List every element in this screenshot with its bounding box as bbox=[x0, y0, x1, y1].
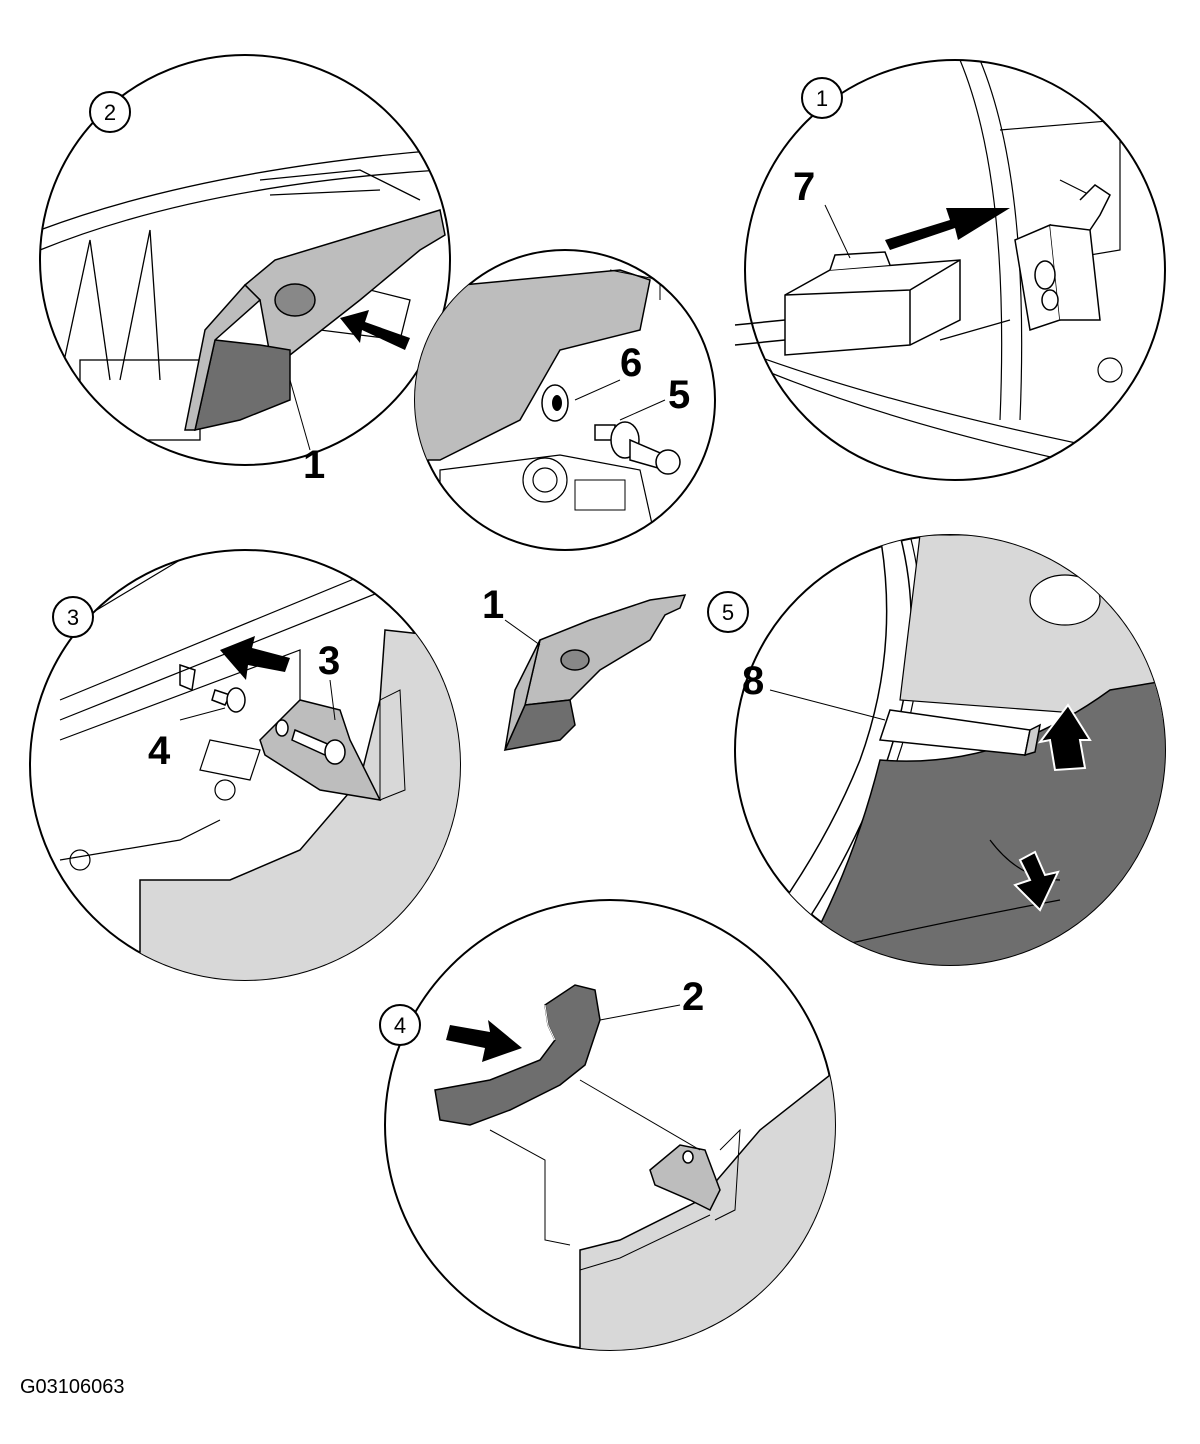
detail-view-step-5: 5 8 bbox=[707, 534, 1166, 966]
callout-module: 7 bbox=[793, 165, 815, 209]
overview-trim-panel: 1 bbox=[482, 583, 687, 751]
direction-arrow bbox=[340, 310, 410, 350]
push-clip bbox=[594, 421, 681, 475]
direction-arrow bbox=[446, 1020, 522, 1062]
module-7 bbox=[734, 251, 961, 356]
trim-panel-step-2 bbox=[184, 209, 446, 431]
callout-push-clip: 4 bbox=[148, 729, 171, 773]
bracket bbox=[1014, 184, 1111, 331]
detail-view-step-3: 3 3 4 bbox=[29, 549, 461, 981]
direction-arrow bbox=[1037, 703, 1092, 772]
callout-overview-trim: 1 bbox=[482, 583, 504, 627]
detail-view-step-2: 2 1 bbox=[39, 54, 451, 487]
step-badge-5: 5 bbox=[722, 600, 734, 625]
grab-handle bbox=[434, 984, 601, 1126]
step-badge-2: 2 bbox=[104, 100, 116, 125]
direction-arrow bbox=[1013, 850, 1060, 912]
trim-tool bbox=[878, 709, 1042, 757]
figure-id: G03106063 bbox=[20, 1376, 125, 1398]
direction-arrow bbox=[885, 208, 1010, 250]
callout-washer: 6 bbox=[620, 341, 642, 385]
callout-grab-handle: 2 bbox=[682, 975, 704, 1019]
step-badge-4: 4 bbox=[394, 1013, 406, 1038]
callout-screw: 3 bbox=[318, 639, 340, 683]
detail-view-step-4: 4 2 bbox=[379, 899, 836, 1351]
push-clip-step-3 bbox=[179, 663, 246, 713]
trim-panel-step-3 bbox=[139, 629, 460, 980]
detail-view-step-1: 1 7 bbox=[734, 59, 1166, 481]
bracket-step-4 bbox=[649, 1144, 721, 1212]
step-badge-3: 3 bbox=[67, 605, 79, 630]
callout-trim-tool: 8 bbox=[742, 659, 764, 703]
direction-arrow bbox=[220, 636, 290, 680]
detail-view-fastener: 6 5 bbox=[414, 249, 716, 551]
step-badge-1: 1 bbox=[816, 86, 828, 111]
screw bbox=[291, 728, 346, 765]
callout-push-clip: 5 bbox=[668, 373, 690, 417]
callout-trim-panel: 1 bbox=[303, 443, 325, 487]
